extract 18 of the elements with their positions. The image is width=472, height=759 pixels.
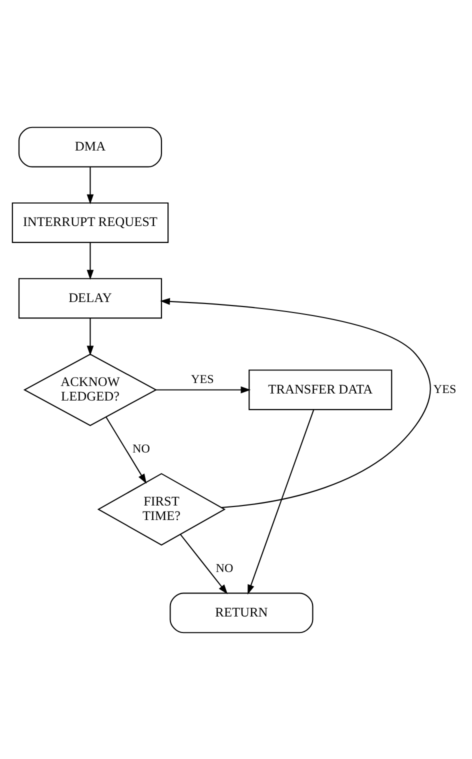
node-box: TRANSFER DATA — [248, 369, 392, 410]
edge-label: NO — [216, 560, 234, 575]
arrow — [86, 318, 94, 356]
arrow — [86, 242, 94, 280]
edge-label: NO — [132, 441, 150, 456]
arrow — [156, 386, 251, 393]
node-box: RETURN — [170, 592, 314, 633]
arrow — [86, 166, 94, 204]
edge-label: YES — [191, 372, 214, 386]
arrow — [248, 409, 314, 594]
arrow — [180, 534, 228, 594]
node-box: INTERRUPT REQUEST — [12, 202, 169, 242]
arrow — [160, 298, 431, 508]
node-box: DMA — [18, 126, 162, 167]
node-diamond: ACKNOW LEDGED? — [23, 353, 158, 426]
edge-label: YES — [433, 381, 456, 396]
arrow — [106, 416, 147, 484]
node-box: DELAY — [18, 278, 162, 318]
